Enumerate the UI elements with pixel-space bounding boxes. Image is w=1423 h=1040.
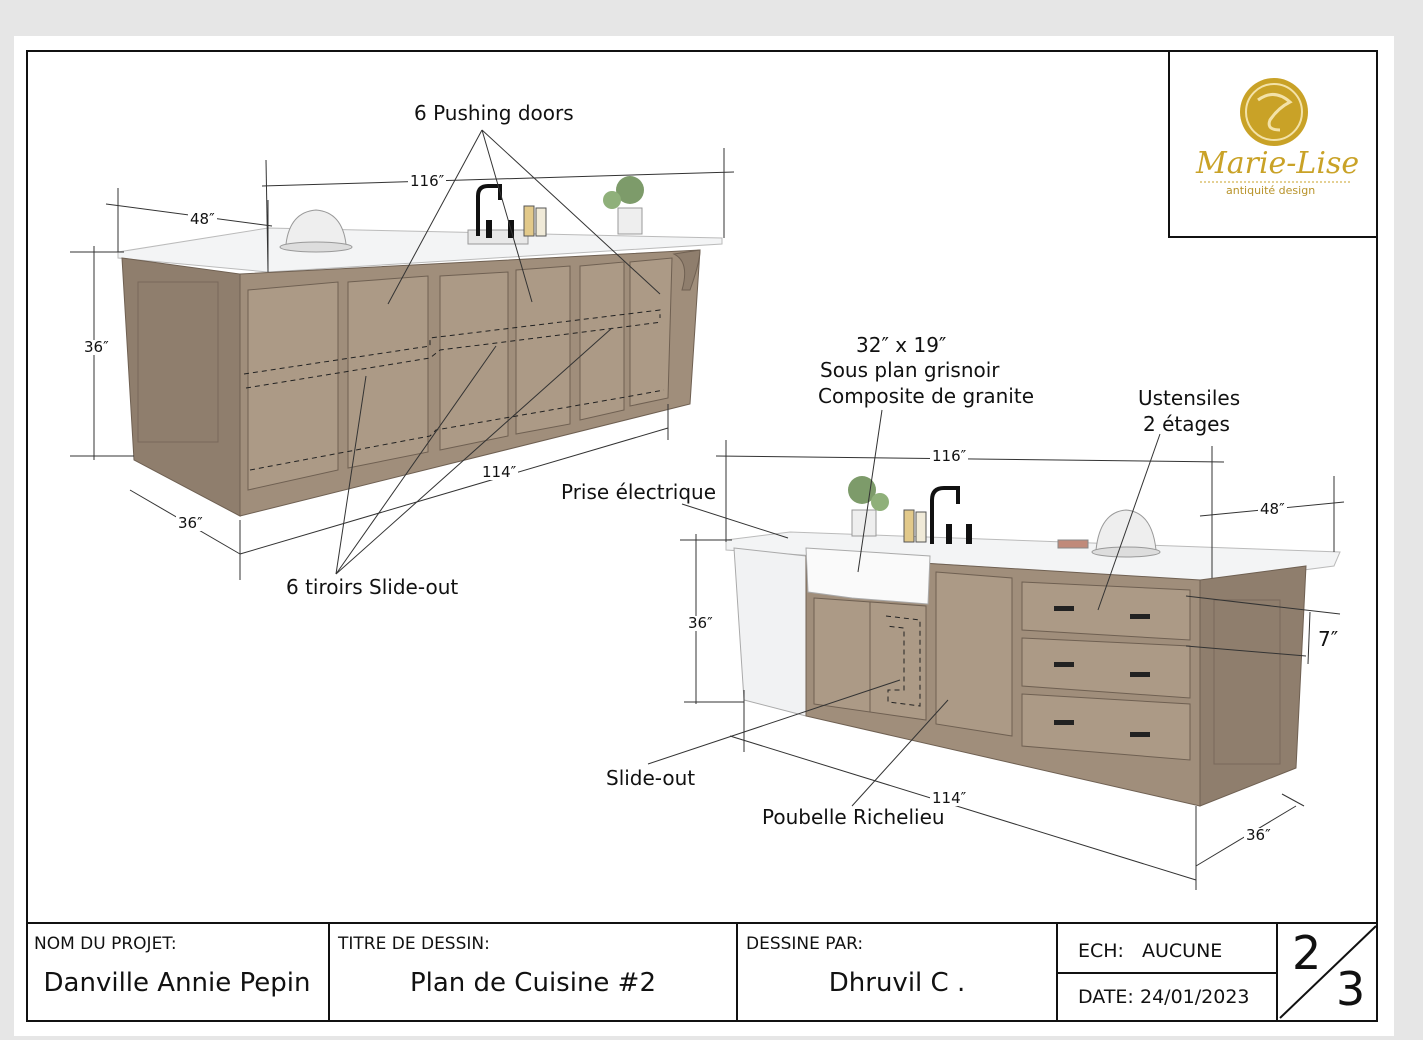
drawn-by-label: DESSINE PAR: — [746, 934, 864, 954]
logo-name: Marie-Lise — [1196, 146, 1360, 181]
left-leader-lines — [335, 129, 661, 575]
farmhouse-sink — [805, 547, 931, 605]
project-cell: NOM DU PROJET: Danville Annie Pepin — [26, 924, 330, 1022]
date-value: 24/01/2023 — [1140, 986, 1250, 1008]
dim-right-length-bottom: 114″ — [930, 789, 969, 807]
label-pushing-doors: 6 Pushing doors — [414, 101, 574, 125]
right-leader-lines — [647, 409, 1161, 807]
date-label: DATE: — [1078, 986, 1134, 1008]
dim-right-drawer-height: 7″ — [1316, 627, 1341, 651]
page-total: 3 — [1336, 962, 1366, 1016]
scale-value: AUCUNE — [1142, 940, 1223, 962]
drawn-by-cell: DESSINE PAR: Dhruvil C . — [738, 924, 1058, 1022]
dim-left-height: 36″ — [82, 338, 111, 356]
logo-subtitle: antiquité design — [1226, 184, 1316, 197]
drawn-by-value: Dhruvil C . — [828, 968, 966, 998]
dim-left-depth-bottom: 36″ — [176, 514, 205, 532]
scale-date-cell: ECH: AUCUNE DATE: 24/01/2023 — [1058, 924, 1278, 1022]
drawing-title-cell: TITRE DE DESSIN: Plan de Cuisine #2 — [330, 924, 738, 1022]
right-island-side — [1199, 565, 1307, 807]
scale-label: ECH: — [1078, 940, 1124, 962]
dim-right-depth-bottom: 36″ — [1244, 826, 1273, 844]
dishwasher-panel — [733, 547, 807, 717]
dim-left-length-bottom: 114″ — [480, 463, 519, 481]
dim-left-depth-top: 48″ — [188, 210, 217, 228]
label-slide-out: Slide-out — [606, 766, 696, 790]
title-block: NOM DU PROJET: Danville Annie Pepin TITR… — [26, 922, 1378, 1022]
left-island-side — [121, 257, 241, 517]
logo-box: Marie-Lise antiquité design — [1168, 50, 1378, 238]
label-sink-dimensions: 32″ x 19″ — [856, 333, 947, 357]
label-sink-type: Sous plan grisnoir — [820, 358, 1000, 382]
label-tiroirs-slide-out: 6 tiroirs Slide-out — [286, 575, 459, 599]
project-value: Danville Annie Pepin — [43, 968, 311, 998]
project-label: NOM DU PROJET: — [34, 934, 177, 954]
dim-right-length-top: 116″ — [930, 447, 969, 465]
label-ustensiles-etages: 2 étages — [1143, 412, 1230, 436]
page-current: 2 — [1292, 926, 1322, 980]
label-sink-material: Composite de granite — [818, 384, 1035, 408]
drawing-title-value: Plan de Cuisine #2 — [409, 968, 657, 998]
page-number: 2 3 — [1278, 922, 1378, 1022]
sheet-background — [14, 36, 1394, 1036]
drawing-frame — [26, 50, 1378, 1022]
dim-right-depth-top: 48″ — [1258, 500, 1287, 518]
right-island — [725, 476, 1341, 807]
right-countertop — [725, 531, 1341, 583]
logo-emblem-icon — [1200, 78, 1350, 183]
dim-left-length-top: 116″ — [408, 172, 447, 190]
label-poubelle-richelieu: Poubelle Richelieu — [762, 805, 945, 829]
drawing-title-label: TITRE DE DESSIN: — [338, 934, 490, 954]
dim-right-height: 36″ — [686, 614, 715, 632]
label-prise-electrique: Prise électrique — [561, 480, 717, 504]
label-ustensiles: Ustensiles — [1138, 386, 1241, 410]
